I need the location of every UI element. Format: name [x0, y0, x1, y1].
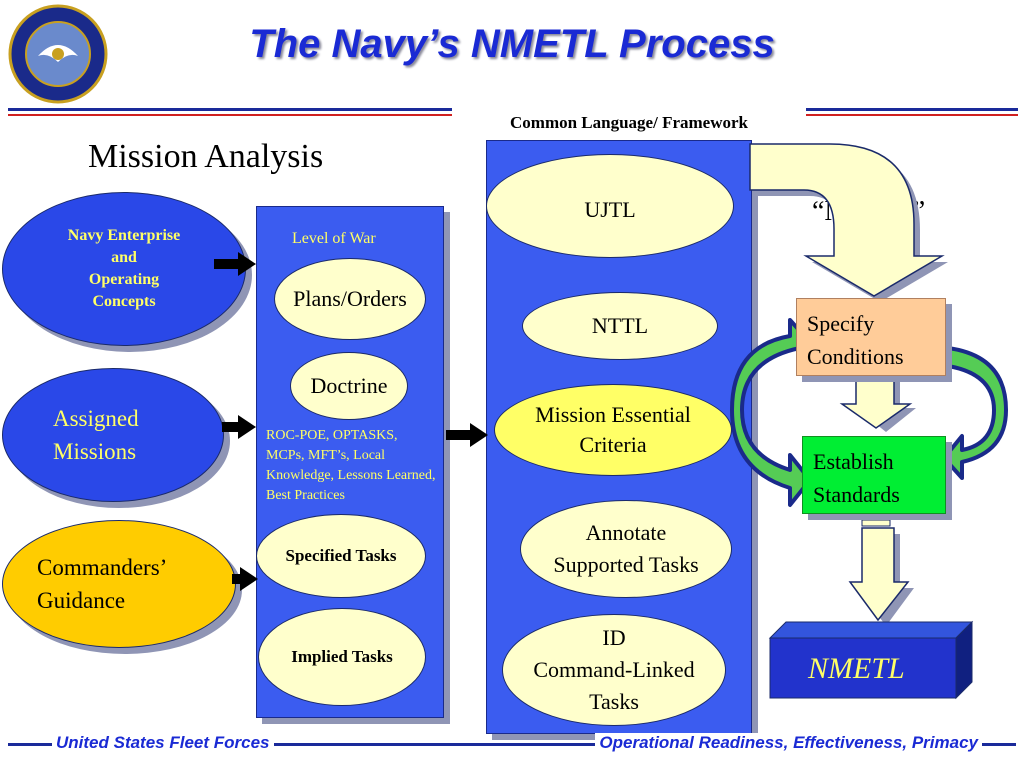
nmets-label: “NMETs”	[812, 196, 926, 227]
establish-line1: Establish	[813, 449, 894, 474]
down-arrow-shadow	[856, 380, 916, 432]
nmetl-box-side	[955, 620, 973, 700]
navy-enterprise-line3: Operating Concepts	[88, 271, 160, 310]
header-rule-right	[806, 108, 1018, 111]
commanders-guidance-ellipse: Commanders’ Guidance	[2, 520, 236, 648]
doctrine-sources-text: ROC-POE, OPTASKS, MCPs, MFT’s, Local Kno…	[266, 428, 436, 503]
footer-left-text: United States Fleet Forces	[52, 733, 274, 753]
nmetl-box-top	[768, 621, 974, 639]
specify-conditions-box: Specify Conditions	[796, 298, 946, 376]
cycle-arrow-right	[942, 346, 1008, 480]
down-arrow-middle	[839, 375, 913, 429]
assigned-missions-line1: Assigned	[53, 406, 139, 431]
assigned-missions-line2: Missions	[53, 439, 137, 464]
commanders-guidance-line2: Guidance	[37, 588, 126, 613]
doctrine-label: Doctrine	[310, 373, 388, 398]
commanders-guidance-line1: Commanders’	[37, 555, 168, 580]
doctrine-ellipse: Doctrine	[290, 352, 408, 420]
header-rule-left-red	[8, 114, 452, 116]
arrow-head-2	[238, 415, 256, 439]
annotate-line1: Annotate	[585, 520, 667, 545]
fleet-forces-seal	[8, 4, 108, 104]
id-line1: ID	[602, 625, 626, 650]
down-arrow-bottom	[848, 527, 910, 622]
connector-bottom	[861, 519, 891, 527]
specified-tasks-ellipse: Specified Tasks	[256, 514, 426, 598]
down-arrow-bottom-shadow	[858, 534, 914, 626]
id-line3: Tasks	[589, 689, 639, 714]
id-command-linked-tasks-ellipse: ID Command-Linked Tasks	[502, 614, 726, 726]
specified-tasks-label: Specified Tasks	[285, 546, 397, 565]
footer-right-text: Operational Readiness, Effectiveness, Pr…	[595, 733, 982, 753]
annotate-line2: Supported Tasks	[553, 552, 699, 577]
establish-line2: Standards	[813, 482, 900, 507]
implied-tasks-label: Implied Tasks	[291, 647, 393, 666]
nttl-label: NTTL	[591, 313, 649, 338]
id-line2: Command-Linked	[533, 657, 695, 682]
specify-line2: Conditions	[807, 344, 904, 369]
footer-rule	[8, 743, 1016, 746]
mec-line2: Criteria	[579, 432, 647, 457]
navy-enterprise-ellipse: Navy Enterprise and Operating Concepts	[2, 192, 246, 346]
mission-analysis-heading: Mission Analysis	[88, 138, 324, 175]
specify-line1: Specify	[807, 311, 875, 336]
mec-line1: Mission Essential	[535, 402, 691, 427]
mission-essential-criteria-ellipse: Mission Essential Criteria	[494, 384, 732, 476]
annotate-supported-tasks-ellipse: Annotate Supported Tasks	[520, 500, 732, 598]
ujtl-ellipse: UJTL	[486, 154, 734, 258]
framework-caption: Common Language/ Framework	[455, 106, 803, 140]
arrow-shaft-2	[222, 422, 240, 432]
page-title: The Navy’s NMETL Process	[249, 22, 775, 66]
header-rule-left	[8, 108, 452, 111]
nttl-ellipse: NTTL	[522, 292, 718, 360]
navy-enterprise-line2: and	[111, 249, 137, 266]
plans-orders-ellipse: Plans/Orders	[274, 258, 426, 340]
header-rule-right-red	[806, 114, 1018, 116]
level-of-war-label: Level of War	[292, 230, 376, 247]
navy-enterprise-line1: Navy Enterprise	[67, 227, 181, 244]
ujtl-label: UJTL	[584, 197, 636, 222]
establish-standards-box: Establish Standards	[802, 436, 946, 514]
plans-orders-label: Plans/Orders	[293, 286, 407, 311]
assigned-missions-ellipse: Assigned Missions	[2, 368, 224, 502]
implied-tasks-ellipse: Implied Tasks	[258, 608, 426, 706]
arrow-shaft-4	[446, 430, 472, 440]
nmetl-label: NMETL	[808, 652, 905, 685]
